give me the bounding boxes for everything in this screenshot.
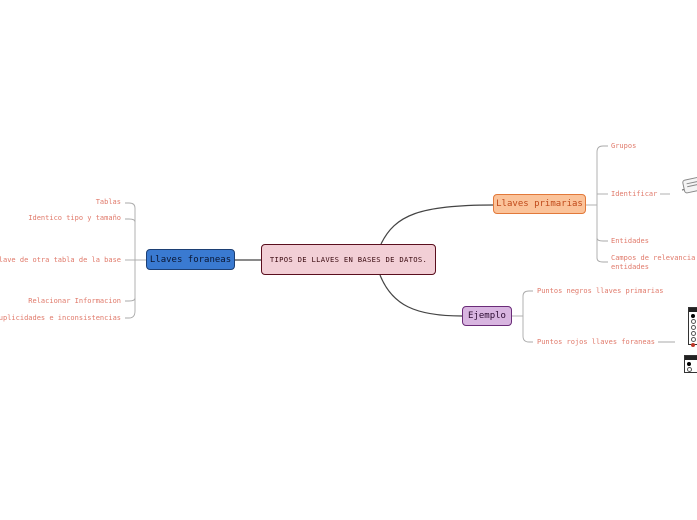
topic-llaves-primarias-label: Llaves primarias (496, 199, 583, 209)
leaf-relacionar-informacion[interactable]: Relacionar Informacion (28, 297, 121, 305)
row-dot (691, 319, 696, 324)
leaf-campos-relevancia[interactable]: Campos de relevancia (611, 254, 696, 262)
table-header-bar (685, 356, 697, 360)
connector-ejemplo-leaves (512, 290, 675, 343)
topic-llaves-foraneas[interactable]: Llaves foraneas (146, 249, 235, 270)
central-topic-label: TIPOS DE LLAVES EN BASES DE DATOS. (269, 255, 428, 264)
leaf-grupos[interactable]: Grupos (611, 142, 637, 150)
attached-image-identificar[interactable] (681, 176, 697, 194)
row-dot (691, 331, 696, 336)
connector-central-primarias (380, 204, 494, 245)
topic-llaves-foraneas-label: Llaves foraneas (149, 254, 232, 265)
connector-central-ejemplo (379, 274, 463, 317)
leaf-campos-relevancia-line2: entidades (611, 263, 649, 271)
row-dot (691, 337, 696, 342)
row-dot (687, 367, 692, 372)
topic-ejemplo-label: Ejemplo (468, 311, 506, 321)
topic-llaves-primarias[interactable]: Llaves primarias (493, 194, 586, 214)
example-table-image[interactable] (688, 307, 697, 347)
example-table-image-2[interactable] (684, 355, 697, 373)
connector-foraneas-leaves (125, 202, 146, 319)
topic-ejemplo[interactable]: Ejemplo (462, 306, 512, 326)
leaf-identico-tipo[interactable]: Identico tipo y tamaño (28, 214, 121, 222)
central-topic[interactable]: TIPOS DE LLAVES EN BASES DE DATOS. (261, 244, 436, 275)
leaf-entidades[interactable]: Entidades (611, 237, 649, 245)
row-dot (691, 325, 696, 330)
primary-key-dot (691, 314, 695, 318)
leaf-duplicidades[interactable]: duplicidades e inconsistencias (0, 314, 121, 322)
leaf-llave-otra-tabla[interactable]: llave de otra tabla de la base (0, 256, 121, 264)
foreign-key-dot (691, 343, 695, 347)
leaf-tablas[interactable]: Tablas (95, 198, 121, 206)
primary-key-dot (687, 362, 691, 366)
leaf-identificar[interactable]: Identificar (611, 190, 658, 198)
table-header-bar (689, 308, 697, 312)
leaf-puntos-rojos[interactable]: Puntos rojos llaves foraneas (537, 338, 656, 346)
leaf-puntos-negros[interactable]: Puntos negros llaves primarias (537, 287, 664, 295)
